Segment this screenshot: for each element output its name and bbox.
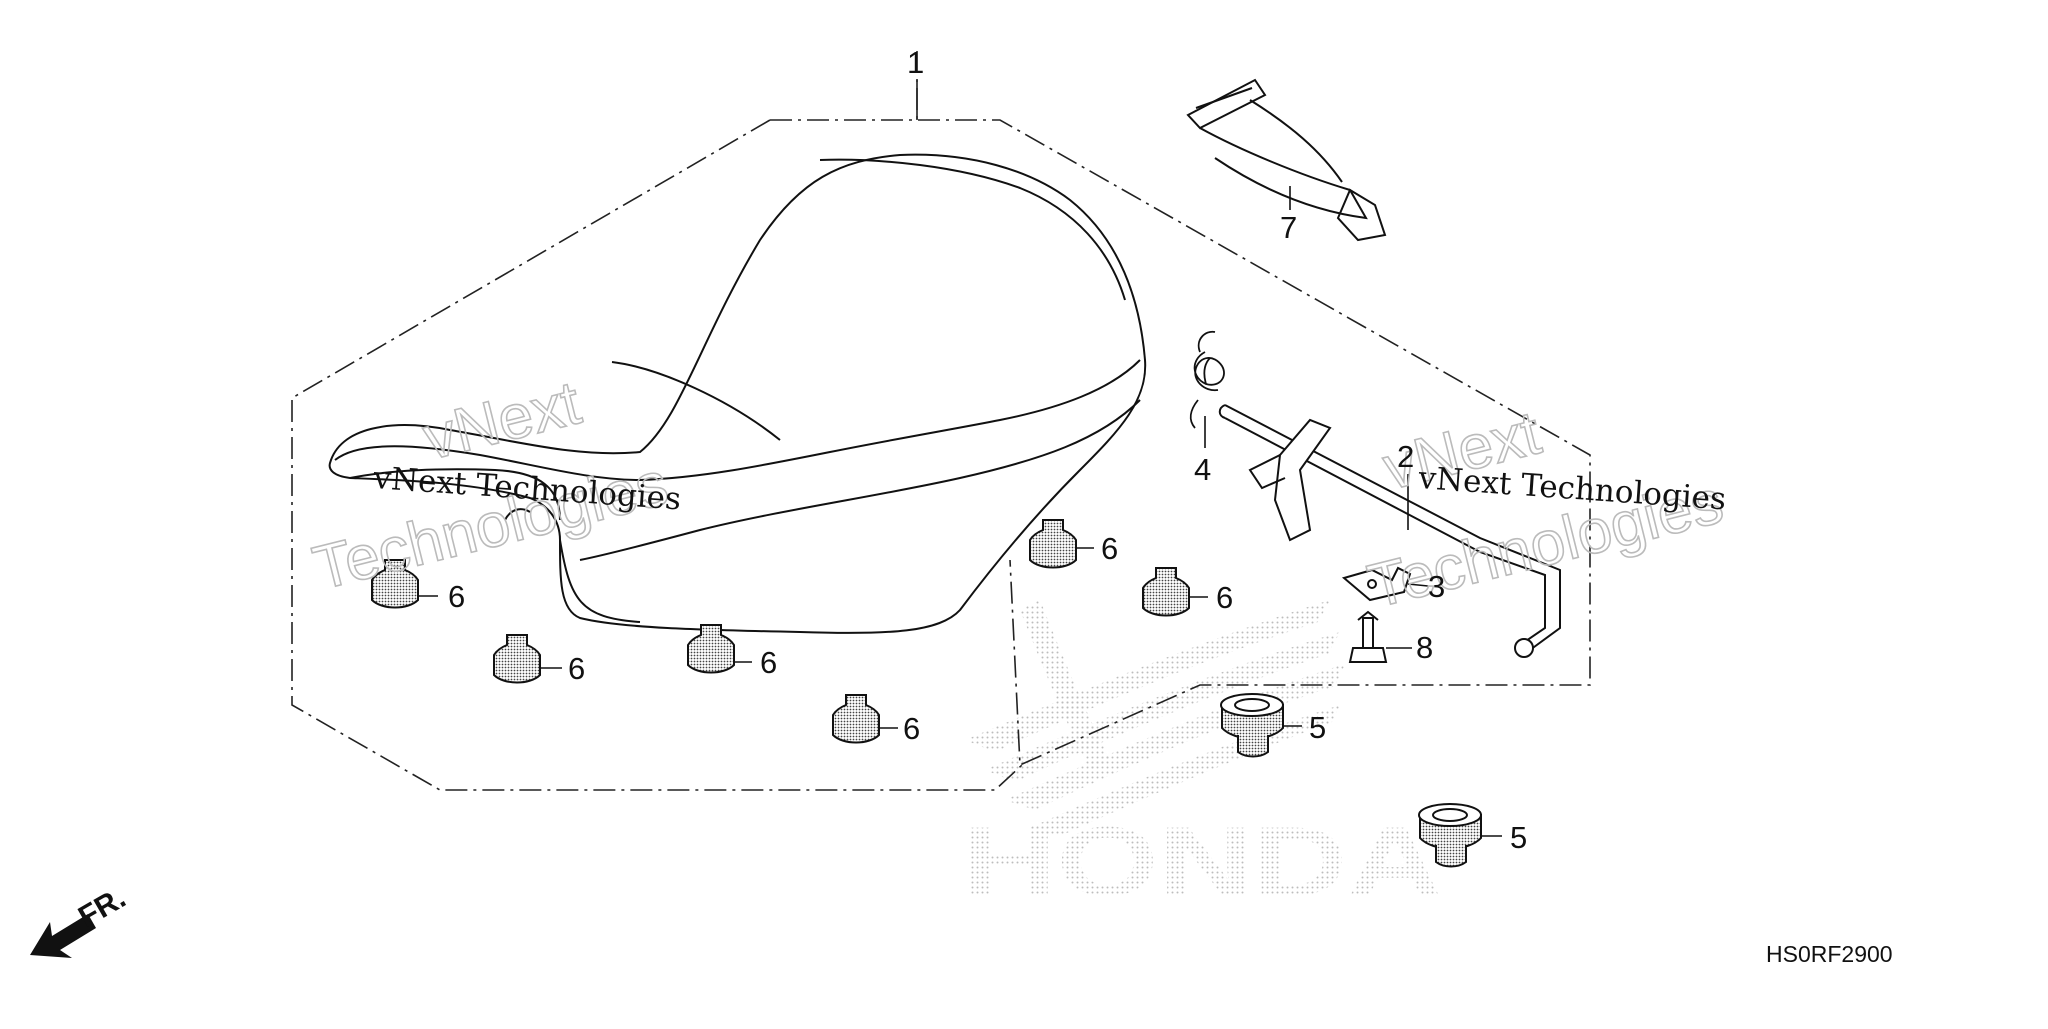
callout-2: 2	[1397, 439, 1414, 474]
seat-lock-rod-part	[1218, 404, 1561, 658]
cushion-part	[1029, 519, 1077, 569]
callout-6: 6	[1101, 531, 1118, 566]
cushion-part	[832, 694, 880, 744]
strap-band-part	[1186, 78, 1387, 242]
callout-5-lower: 5	[1510, 820, 1527, 855]
honda-wing-watermark	[965, 600, 1345, 836]
callout-4: 4	[1194, 452, 1211, 487]
callout-8: 8	[1416, 630, 1433, 665]
cushion-part	[371, 559, 419, 609]
damper-part	[1220, 693, 1284, 758]
bolt-part	[1348, 610, 1388, 663]
callout-6: 6	[568, 651, 585, 686]
callout-1: 1	[907, 45, 924, 80]
honda-brand-watermark: HONDA	[962, 806, 1442, 916]
leader-lines-6	[418, 547, 1208, 729]
callout-6: 6	[1216, 580, 1233, 615]
leader-line-3	[1407, 583, 1429, 587]
nut-clip-part	[1341, 566, 1412, 602]
callout-5-upper: 5	[1309, 710, 1326, 745]
callout-6: 6	[760, 645, 777, 680]
cushion-part	[687, 624, 735, 674]
front-direction-marker: FR.	[30, 881, 131, 958]
spring-part	[1189, 330, 1225, 429]
leader-lines-5	[1283, 725, 1502, 837]
diagram-code: HS0RF2900	[1766, 941, 1893, 967]
callout-3: 3	[1428, 569, 1445, 604]
cushion-part	[1142, 567, 1190, 617]
callout-6: 6	[903, 711, 920, 746]
front-arrow-icon	[30, 914, 96, 958]
callout-6: 6	[448, 579, 465, 614]
seat-part	[328, 153, 1147, 634]
damper-part	[1418, 803, 1482, 868]
callout-7: 7	[1280, 210, 1297, 245]
cushion-part	[493, 634, 541, 684]
